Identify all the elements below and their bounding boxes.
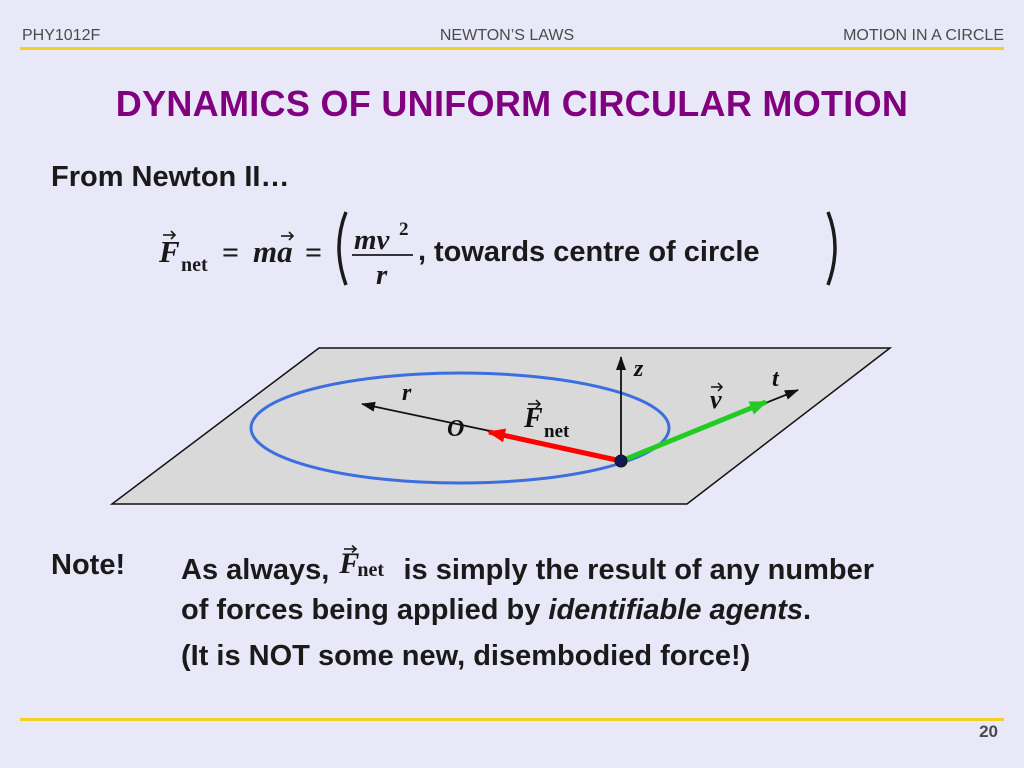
eq-right-paren	[826, 211, 837, 286]
label-z: z	[633, 356, 644, 382]
note-line1-prefix: As always,	[181, 554, 330, 586]
eq-left-paren	[337, 211, 348, 286]
particle-dot	[614, 454, 628, 468]
footer-divider	[20, 718, 1004, 721]
label-r: r	[402, 380, 412, 406]
label-v-vector-arrow	[711, 382, 724, 392]
note-line-3: (It is NOT some new, disembodied force!)	[181, 640, 751, 672]
intro-text: From Newton II…	[51, 161, 290, 193]
note-line-2: of forces being applied by identifiable …	[181, 594, 811, 627]
note-label: Note!	[51, 549, 126, 581]
fnet-symbol: F net	[337, 545, 395, 581]
note-line1-suffix: is simply the result of any number	[403, 554, 875, 586]
label-net: net	[544, 421, 570, 442]
eq-numerator: mv	[354, 224, 391, 256]
eq-exponent: 2	[399, 219, 409, 240]
note-line2-suffix: .	[803, 594, 812, 626]
eq-equals-2: =	[305, 236, 322, 269]
equation: F net = ma = mv 2 r , towards centre of …	[158, 211, 837, 291]
label-t: t	[772, 366, 780, 392]
eq-a-vector-arrow	[281, 231, 295, 241]
label-F: F	[523, 403, 543, 434]
label-O: O	[447, 416, 464, 442]
header-course-code: PHY1012F	[22, 27, 101, 44]
eq-equals-1: =	[222, 236, 239, 269]
label-v: v	[710, 385, 722, 414]
header-section: NEWTON’S LAWS	[439, 27, 575, 44]
eq-net-subscript: net	[181, 254, 208, 276]
note-line-1: As always, F net is simply the result of…	[181, 545, 875, 587]
note-line2-prefix: of forces being applied by	[181, 594, 541, 626]
note-F: F	[339, 547, 360, 580]
circular-path	[249, 371, 671, 485]
fnet-vector-arrow-icon	[344, 545, 358, 553]
eq-towards-text: towards centre of circle	[434, 236, 760, 268]
eq-denominator: r	[376, 259, 388, 291]
label-F-vector-arrow	[528, 399, 542, 409]
eq-F-vector-arrow	[163, 230, 177, 240]
note-net: net	[357, 559, 385, 581]
velocity-arrow	[620, 399, 768, 464]
force-arrow	[487, 428, 622, 464]
page-number: 20	[979, 722, 998, 741]
header-topic: MOTION IN A CIRCLE	[843, 27, 1004, 44]
eq-F: F	[158, 234, 180, 269]
eq-ma: ma	[253, 234, 293, 269]
eq-comma: ,	[418, 235, 426, 267]
slide-title: DYNAMICS OF UNIFORM CIRCULAR MOTION	[115, 83, 909, 124]
r-arrow	[361, 401, 491, 432]
header-divider	[20, 47, 1004, 50]
note-line2-italic: identifiable agents	[548, 594, 803, 626]
